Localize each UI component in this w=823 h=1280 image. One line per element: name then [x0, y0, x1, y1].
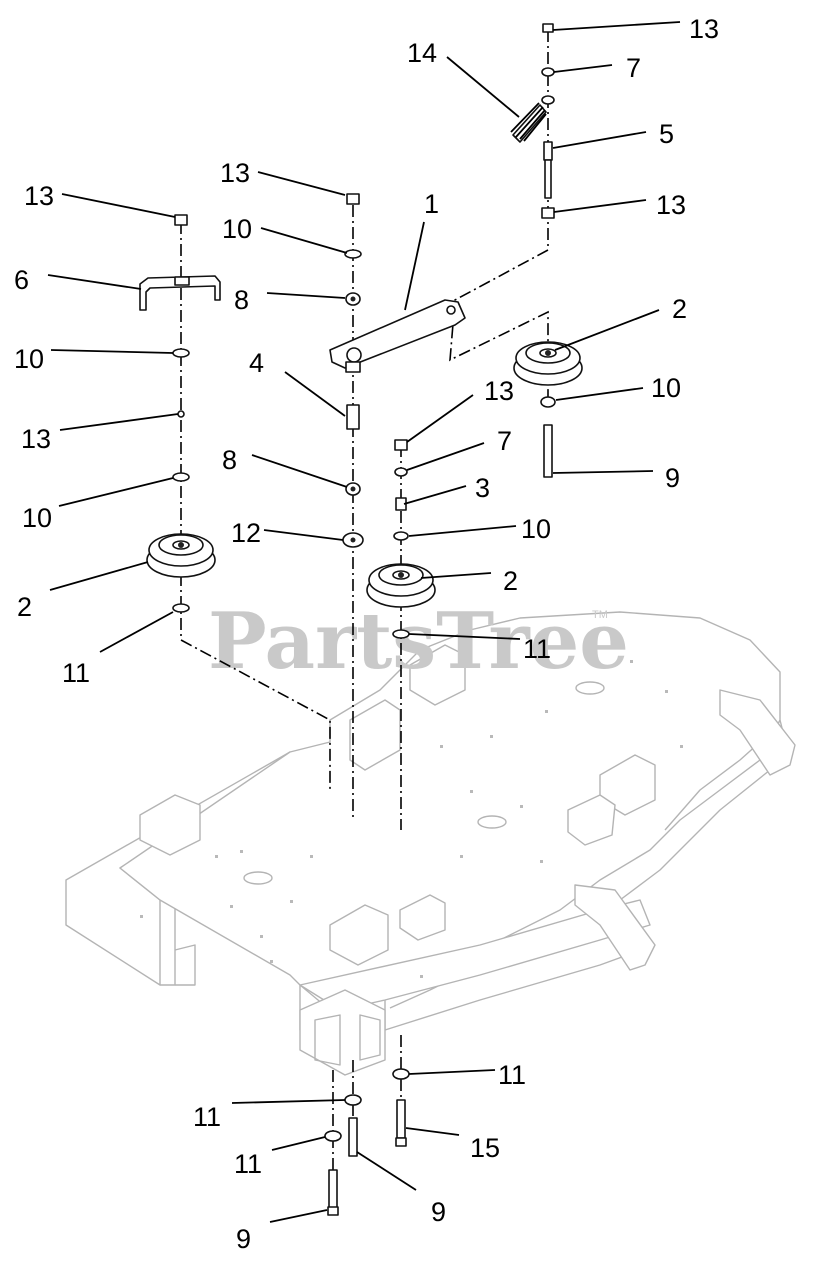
- callout-11-bottom-right: 11: [498, 1060, 526, 1090]
- callout-13-top-right: 13: [689, 14, 719, 44]
- callout-1: 1: [424, 189, 439, 219]
- callout-10-center-top: 10: [222, 214, 252, 244]
- pulley-right-part: [513, 341, 583, 386]
- callout-9-bottom-left: 9: [236, 1224, 251, 1254]
- callout-11-bottom-left: 11: [234, 1149, 262, 1179]
- eyebolt-part: [543, 141, 553, 199]
- callout-13-left-mid: 13: [21, 424, 51, 454]
- spring-part: [510, 95, 555, 143]
- callout-2-left: 2: [17, 592, 32, 622]
- callout-5: 5: [659, 119, 674, 149]
- callout-13-center-mid: 13: [484, 376, 514, 406]
- callout-14: 14: [407, 38, 437, 68]
- idler-arm-part: [329, 299, 466, 373]
- parts: [139, 23, 583, 1216]
- callout-13-right: 13: [656, 190, 686, 220]
- watermark-trademark: TM: [592, 609, 608, 621]
- callout-9-bottom-center: 9: [431, 1197, 446, 1227]
- callout-2-right: 2: [672, 294, 687, 324]
- callout-13-center-top: 13: [220, 158, 250, 188]
- callout-10-right: 10: [651, 373, 681, 403]
- mower-deck: [65, 611, 796, 1076]
- callout-3: 3: [475, 473, 490, 503]
- callout-12: 12: [231, 518, 261, 548]
- callout-10-left-top: 10: [14, 344, 44, 374]
- callout-9-right: 9: [665, 463, 680, 493]
- pulley-center-part: [366, 563, 436, 608]
- deck-holes: [140, 660, 683, 978]
- callout-4: 4: [249, 348, 264, 378]
- callout-10-center: 10: [521, 514, 551, 544]
- leader-lines: [47, 21, 681, 1223]
- callout-11-left: 11: [62, 658, 90, 688]
- watermark-text: PartsTree: [208, 596, 629, 687]
- bracket-rod-part: [139, 275, 221, 311]
- callout-8-center: 8: [222, 445, 237, 475]
- callout-6: 6: [14, 265, 29, 295]
- callout-8-top: 8: [234, 285, 249, 315]
- pulley-left-part: [146, 533, 216, 578]
- callout-11-bottom-center: 11: [193, 1102, 221, 1132]
- callout-labels: 13 7 14 5 13 13 1 13 10 6 8 2 10 4 13 10…: [14, 14, 719, 1254]
- callout-11-center: 11: [523, 634, 551, 664]
- callout-13-left-top: 13: [24, 181, 54, 211]
- callout-15: 15: [470, 1133, 500, 1163]
- callout-2-center: 2: [503, 566, 518, 596]
- callout-7-center: 7: [497, 426, 512, 456]
- callout-10-left-bottom: 10: [22, 503, 52, 533]
- callout-7-top: 7: [626, 53, 641, 83]
